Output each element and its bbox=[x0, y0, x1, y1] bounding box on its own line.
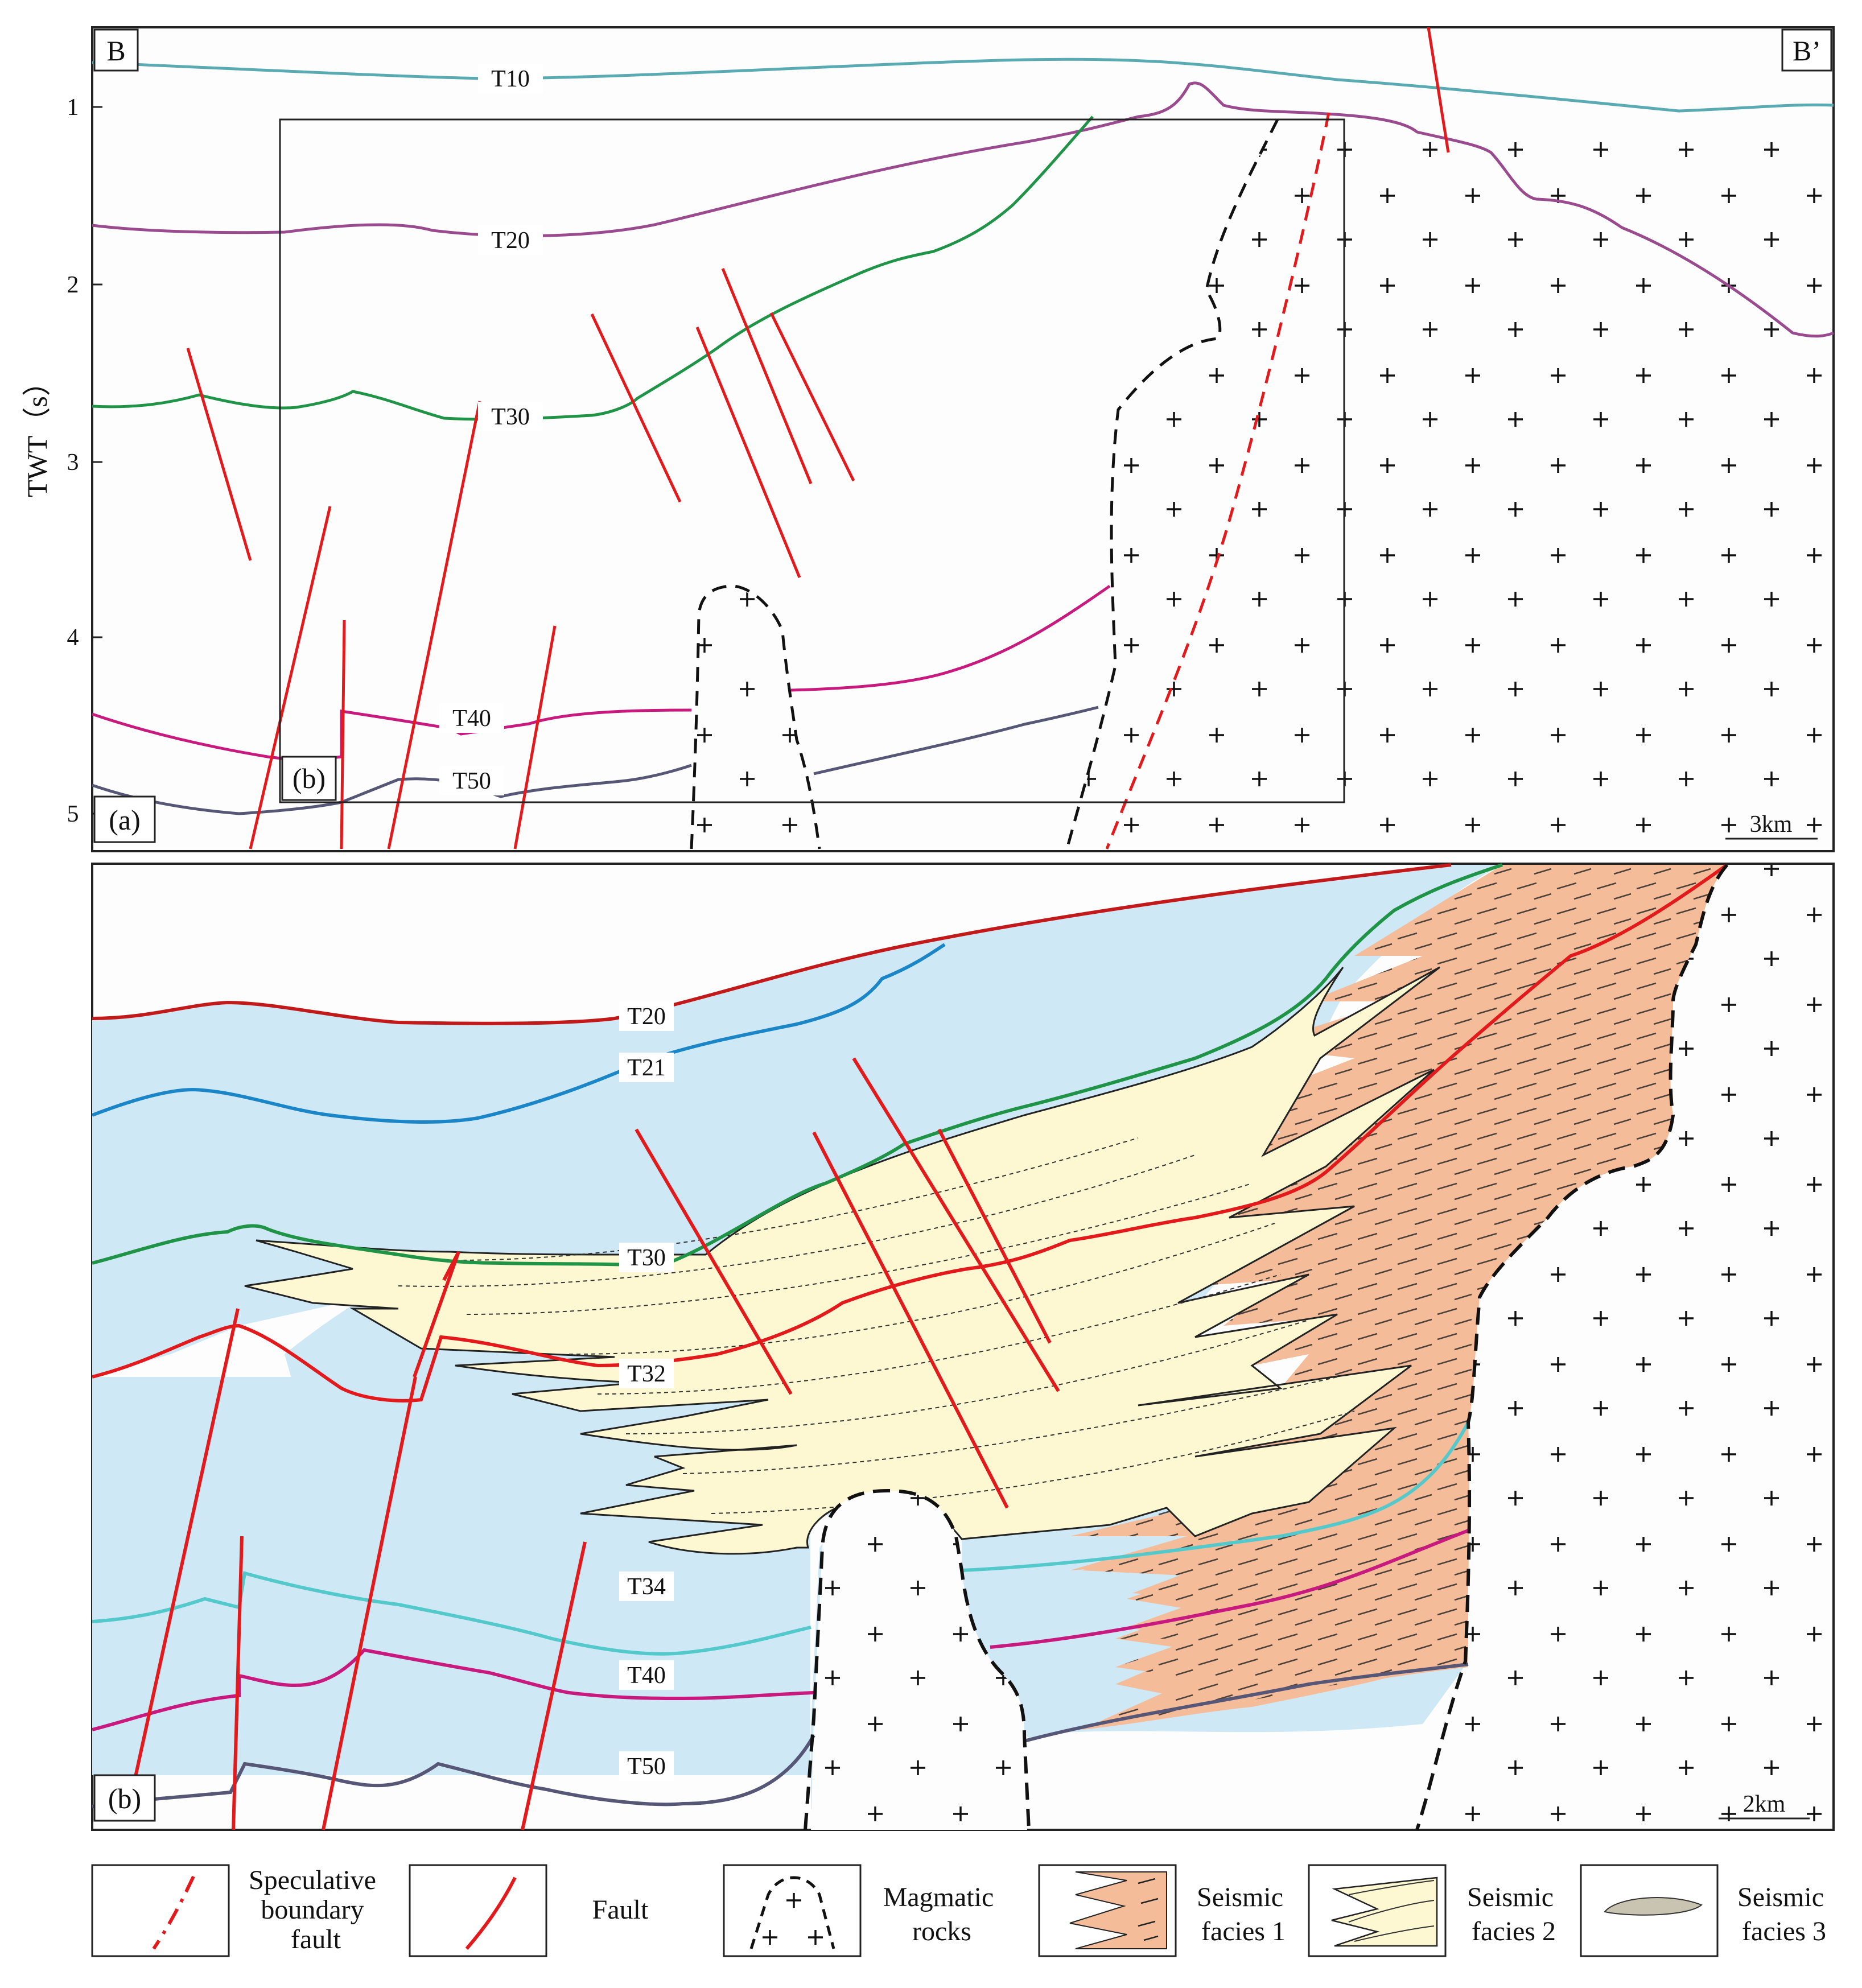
horizon-T34-line-b bbox=[92, 1421, 1470, 1656]
fault-b-2 bbox=[232, 1536, 244, 1830]
fault-a-7 bbox=[695, 327, 801, 578]
horizon-T20-line bbox=[92, 81, 1834, 338]
faults-a bbox=[186, 27, 1450, 849]
legend-speculative-fault: Speculative boundary fault bbox=[91, 1864, 383, 1957]
legend-facies-3: Seismic facies 3 bbox=[1580, 1864, 1831, 1957]
label-T50-b: T50 bbox=[627, 1754, 666, 1780]
y-tick-2: 2 bbox=[67, 272, 79, 298]
fault-a-4 bbox=[387, 401, 481, 849]
fault-a-5 bbox=[513, 625, 557, 849]
inset-b-rectangle bbox=[279, 118, 1345, 803]
magmatic-body-east-a bbox=[1067, 119, 1834, 849]
section-end-B-prime: B’ bbox=[1793, 35, 1821, 67]
horizon-T30-line-b bbox=[92, 863, 1503, 1268]
inset-b-label: (b) bbox=[293, 762, 326, 794]
y-axis: TWT（s） 1 2 3 4 5 bbox=[21, 94, 102, 827]
horizon-T50-line-b bbox=[92, 1663, 1469, 1808]
legend-facies-2-label: Seismic facies 2 bbox=[1467, 1882, 1560, 1946]
fault-b-3 bbox=[322, 1376, 417, 1830]
fault-b-8 bbox=[812, 1131, 1009, 1509]
y-tick-1: 1 bbox=[67, 94, 79, 121]
fault-a-10 bbox=[1427, 27, 1450, 153]
scale-bar-a: 3km bbox=[1725, 811, 1818, 840]
fault-a-1 bbox=[186, 348, 252, 561]
label-T34-b: T34 bbox=[627, 1574, 666, 1600]
y-axis-title: TWT（s） bbox=[21, 368, 53, 497]
fault-b-10 bbox=[937, 1128, 1052, 1344]
legend-magmatic-label: Magmatic rocks bbox=[883, 1882, 1001, 1946]
seismic-facies-2-lines bbox=[398, 1137, 1355, 1514]
magmatic-body-central-a bbox=[691, 586, 819, 849]
scale-bar-b: 2km bbox=[1719, 1791, 1810, 1820]
legend-facies-3-label: Seismic facies 3 bbox=[1737, 1882, 1831, 1946]
fault-b-6 bbox=[521, 1541, 587, 1830]
legend-speculative-fault-label: Speculative boundary fault bbox=[249, 1865, 383, 1954]
panel-a-label: (a) bbox=[109, 804, 141, 836]
label-T40-a: T40 bbox=[452, 706, 491, 732]
label-T30-a: T30 bbox=[491, 404, 530, 430]
label-T32-b: T32 bbox=[627, 1361, 666, 1387]
panel-b-label: (b) bbox=[108, 1783, 141, 1814]
y-tick-5: 5 bbox=[67, 801, 79, 827]
label-T20-a: T20 bbox=[491, 228, 530, 254]
fault-b-9 bbox=[852, 1057, 1060, 1392]
legend-magmatic: Magmatic rocks bbox=[723, 1864, 1001, 1957]
magmatic-body-east-b bbox=[1423, 865, 1834, 1830]
y-tick-3: 3 bbox=[67, 449, 79, 476]
fault-b-7 bbox=[635, 1128, 793, 1395]
horizon-T32-line-b bbox=[92, 863, 1728, 1403]
horizon-T50-line bbox=[92, 706, 1099, 815]
fault-b-4 bbox=[413, 1251, 460, 1378]
speculative-fault-a bbox=[1105, 112, 1330, 849]
legend-fault-label: Fault bbox=[592, 1895, 649, 1925]
horizon-T20-line-b bbox=[92, 863, 1452, 1025]
label-T21-b: T21 bbox=[627, 1055, 666, 1081]
magmatic-body-central-b-crosses bbox=[811, 1491, 1027, 1830]
horizon-labels-b: T20 T21 T30 T32 T34 T40 T50 bbox=[619, 1001, 674, 1781]
legend-facies-1-label: Seismic facies 1 bbox=[1197, 1882, 1290, 1946]
label-T30-b: T30 bbox=[627, 1245, 666, 1271]
magmatic-boundary-central-b bbox=[804, 1488, 1031, 1830]
magmatic-boundary-east-b bbox=[1415, 864, 1729, 1830]
fault-a-2 bbox=[249, 506, 332, 849]
scale-bar-b-label: 2km bbox=[1743, 1791, 1786, 1817]
magmatic-boundary-central-a bbox=[690, 584, 821, 849]
legend-facies-1: Seismic facies 1 bbox=[1038, 1864, 1290, 1957]
label-T50-a: T50 bbox=[452, 768, 491, 794]
panel-b: T20 T21 T30 T32 T34 T40 T50 (b) 2km bbox=[91, 863, 1835, 1831]
fault-a-3 bbox=[340, 620, 346, 849]
legend-facies-2: Seismic facies 2 bbox=[1308, 1864, 1560, 1957]
fault-a-6 bbox=[590, 313, 682, 503]
label-T10: T10 bbox=[491, 66, 530, 92]
faults-b bbox=[130, 1057, 1060, 1830]
scale-bar-a-label: 3km bbox=[1750, 811, 1793, 838]
magmatic-boundary-east-a bbox=[1065, 118, 1279, 849]
horizon-labels-a: T10 T20 T30 T40 T50 bbox=[439, 64, 543, 795]
fault-b-5 bbox=[442, 1251, 460, 1281]
legend-fault: Fault bbox=[409, 1864, 649, 1957]
fault-a-9 bbox=[769, 312, 855, 482]
fault-b-1 bbox=[130, 1308, 240, 1793]
section-start-B: B bbox=[106, 35, 125, 67]
label-T40-b: T40 bbox=[627, 1663, 666, 1689]
y-tick-4: 4 bbox=[67, 625, 79, 651]
horizon-T40-line bbox=[92, 584, 1111, 761]
horizon-T30-line bbox=[92, 116, 1094, 421]
horizon-T21-line-b bbox=[91, 943, 946, 1124]
label-T20-b: T20 bbox=[627, 1004, 666, 1030]
panel-a: TWT（s） 1 2 3 4 5 bbox=[21, 26, 1835, 852]
legend: Speculative boundary fault Fault Magmati… bbox=[91, 1864, 1831, 1957]
fault-a-8 bbox=[721, 268, 813, 484]
horizon-T10-line bbox=[92, 57, 1834, 113]
